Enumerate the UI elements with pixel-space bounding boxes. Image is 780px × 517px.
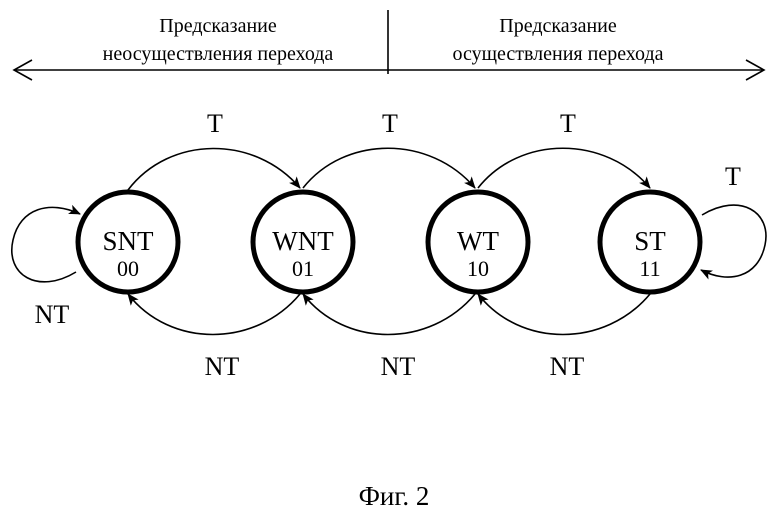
label-forward-2: T [382,109,398,138]
label-backward-3: NT [550,352,585,381]
label-forward-1: T [207,109,223,138]
label-self-st: T [725,162,741,191]
label-forward-3: T [560,109,576,138]
state-snt: SNT 00 [78,192,178,292]
prediction-header: Предсказание неосуществления перехода Пр… [14,10,764,80]
label-backward-2: NT [381,352,416,381]
state-wt-code: 10 [467,256,489,281]
state-wt-name: WT [457,226,499,256]
label-backward-1: NT [205,352,240,381]
label-self-snt: NT [35,300,70,329]
header-right-line1: Предсказание [499,15,617,37]
figure-caption: Фиг. 2 [359,481,430,511]
self-loop-st [701,205,766,277]
state-wnt-code: 01 [292,256,314,281]
state-snt-name: SNT [102,226,154,256]
transition-wnt-to-snt [128,294,300,335]
state-wt: WT 10 [428,192,528,292]
transition-snt-to-wnt [128,148,300,190]
self-loop-snt [12,207,80,281]
state-st-code: 11 [639,256,660,281]
transition-wnt-to-wt [303,148,475,188]
transition-st-to-wt [478,294,650,335]
transition-wt-to-wnt [303,294,475,335]
header-right-line2: осуществления перехода [452,43,663,65]
state-snt-code: 00 [117,256,139,281]
header-left-line1: Предсказание [159,15,277,37]
header-left-line2: неосуществления перехода [103,43,334,65]
state-wnt-name: WNT [272,226,334,256]
transition-wt-to-st [478,148,650,188]
state-st: ST 11 [600,192,700,292]
state-st-name: ST [634,226,666,256]
state-wnt: WNT 01 [253,192,353,292]
